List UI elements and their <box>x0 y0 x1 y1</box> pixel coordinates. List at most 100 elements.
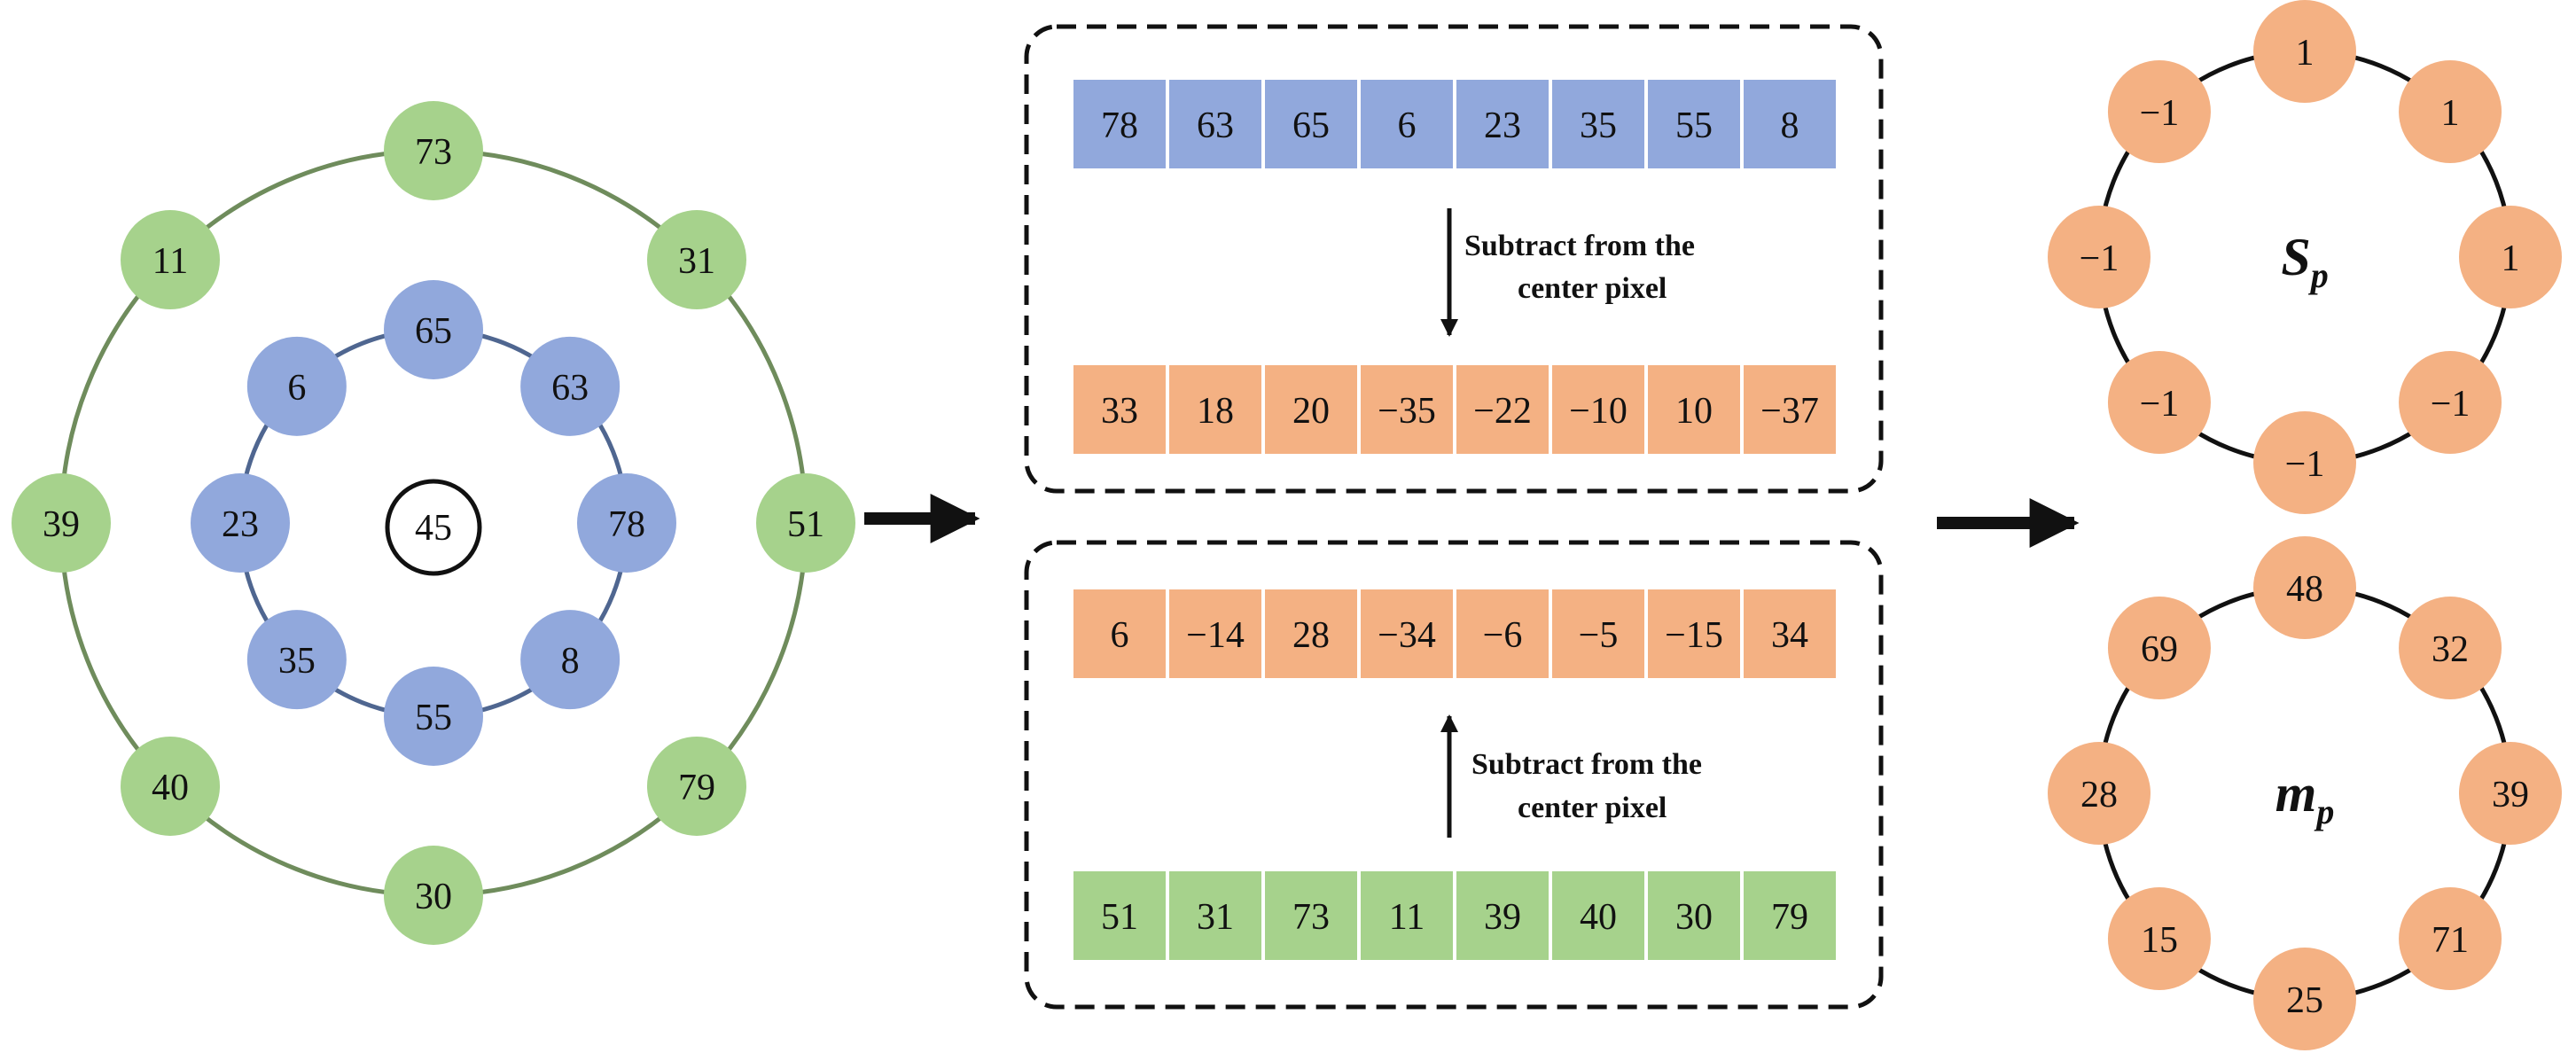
inner-difference-cell-box <box>1744 365 1836 454</box>
outer-difference-cell-value: 6 <box>1111 615 1129 656</box>
inner-difference-cell-box <box>1073 365 1166 454</box>
magnitude-node-circle <box>2459 742 2562 845</box>
inner-difference-cell-box <box>1648 365 1740 454</box>
magnitude-node: 48 <box>2253 536 2356 639</box>
inner-value-cell-value: 55 <box>1675 105 1713 146</box>
inner-value-cell: 55 <box>1648 80 1740 168</box>
sign-node-circle <box>2459 206 2562 308</box>
outer-value-cell-value: 39 <box>1484 897 1521 938</box>
outer-value-cell-value: 73 <box>1292 897 1330 938</box>
bottom-row-outer-values: 51 31 73 11 39 40 30 79 <box>1073 871 1836 960</box>
inner-difference-cell: 18 <box>1169 365 1261 454</box>
inner-difference-cell-box <box>1361 365 1453 454</box>
sign-node: −1 <box>2107 351 2211 455</box>
outer-neighbor-node: 30 <box>384 846 483 945</box>
magnitude-value: 15 <box>2141 920 2178 961</box>
sign-symbol: Sp <box>2281 228 2328 295</box>
outer-value-cell: 51 <box>1073 871 1166 960</box>
outer-neighbor-node-circle <box>12 473 111 573</box>
outer-neighbor-node: 11 <box>121 210 221 310</box>
outer-value-cell-value: 11 <box>1389 897 1425 938</box>
outer-difference-cell-value: 34 <box>1771 615 1808 656</box>
inner-value-cell-value: 23 <box>1484 105 1521 146</box>
magnitude-node: 71 <box>2399 887 2502 991</box>
magnitude-node-circle <box>2399 887 2502 991</box>
inner-value-cell-box <box>1744 80 1836 168</box>
sign-value: 1 <box>2296 33 2314 74</box>
inner-difference-cell: 20 <box>1265 365 1357 454</box>
top-label-line2: center pixel <box>1518 272 1667 305</box>
outer-difference-cell-box <box>1456 589 1549 678</box>
inner-neighbor-node-circle <box>520 610 621 710</box>
outer-value-cell: 40 <box>1552 871 1644 960</box>
outer-value-cell-value: 40 <box>1580 897 1617 938</box>
inner-neighbor-node: 6 <box>246 336 347 436</box>
inner-value-cell-box <box>1552 80 1644 168</box>
sign-values: 111−1−1−1−1−1 <box>2048 0 2562 514</box>
outer-neighbor-node-circle <box>121 210 221 310</box>
sign-node-circle <box>2107 59 2211 163</box>
outer-neighbor-node-circle <box>121 736 221 836</box>
outer-neighbor-value: 39 <box>43 504 80 545</box>
bottom-label-line1: Subtract from the <box>1471 748 1702 781</box>
bottom-label-line2: center pixel <box>1518 792 1667 824</box>
inner-difference-cell-box <box>1169 365 1261 454</box>
inner-difference-cell-value: 18 <box>1197 391 1234 432</box>
outer-difference-cell-value: −14 <box>1186 615 1245 656</box>
inner-value-cell-value: 8 <box>1781 105 1799 146</box>
inner-difference-cell-box <box>1552 365 1644 454</box>
sign-value: 1 <box>2441 93 2460 134</box>
sign-value: −1 <box>2080 238 2119 279</box>
sign-node: 1 <box>2399 59 2502 163</box>
magnitude-node-circle <box>2107 887 2211 991</box>
outer-value-cell-box <box>1648 871 1740 960</box>
outer-neighbor-node: 39 <box>12 473 111 573</box>
inner-difference-cell: −10 <box>1552 365 1644 454</box>
magnitude-node: 32 <box>2399 596 2502 699</box>
inner-neighbor-value: 8 <box>561 641 580 682</box>
inner-difference-cell-value: 10 <box>1675 391 1713 432</box>
inner-value-cell-box <box>1456 80 1549 168</box>
outer-value-cell: 30 <box>1648 871 1740 960</box>
outer-difference-cell-value: −5 <box>1579 615 1619 656</box>
sign-node-circle <box>2107 351 2211 455</box>
outer-difference-cell-value: −6 <box>1483 615 1523 656</box>
magnitude-value: 39 <box>2492 775 2529 815</box>
inner-neighbor-node: 23 <box>191 473 290 573</box>
sign-value: −1 <box>2285 444 2325 485</box>
outer-neighbor-value: 51 <box>787 504 824 545</box>
outer-neighbor-node: 51 <box>756 473 855 573</box>
outer-neighbor-value: 11 <box>152 241 188 282</box>
center-pixel: 45 <box>385 479 482 576</box>
outer-value-cell-value: 30 <box>1675 897 1713 938</box>
inner-value-cell: 63 <box>1169 80 1261 168</box>
outer-value-cell-box <box>1265 871 1357 960</box>
sign-node-circle <box>2399 351 2502 455</box>
inner-value-cell: 65 <box>1265 80 1357 168</box>
outer-difference-cell-box <box>1361 589 1453 678</box>
center-pixel-node <box>385 479 482 576</box>
inner-value-cell-value: 35 <box>1580 105 1617 146</box>
outer-difference-cell-box <box>1552 589 1644 678</box>
magnitude-value: 32 <box>2432 629 2469 670</box>
outer-value-cell-value: 79 <box>1771 897 1808 938</box>
inner-neighbor-value: 65 <box>415 311 452 352</box>
outer-difference-cell: −14 <box>1169 589 1261 678</box>
inner-difference-cell-value: −35 <box>1378 391 1436 432</box>
inner-value-cell-value: 78 <box>1101 105 1138 146</box>
outer-value-cell-value: 31 <box>1197 897 1234 938</box>
magnitude-value: 48 <box>2286 569 2323 610</box>
outer-difference-cell-value: −34 <box>1378 615 1436 656</box>
outer-difference-cell: 34 <box>1744 589 1836 678</box>
magnitude-node-circle <box>2048 742 2151 845</box>
outer-difference-cell-box <box>1073 589 1166 678</box>
sign-panel: 111−1−1−1−1−1 Sp <box>2048 0 2562 514</box>
outer-value-cell-box <box>1552 871 1644 960</box>
outer-neighbor-node: 73 <box>384 101 483 200</box>
inner-neighbor-value: 78 <box>608 504 645 545</box>
sign-node: −1 <box>2107 59 2211 163</box>
top-dashed-box <box>1024 24 1884 494</box>
